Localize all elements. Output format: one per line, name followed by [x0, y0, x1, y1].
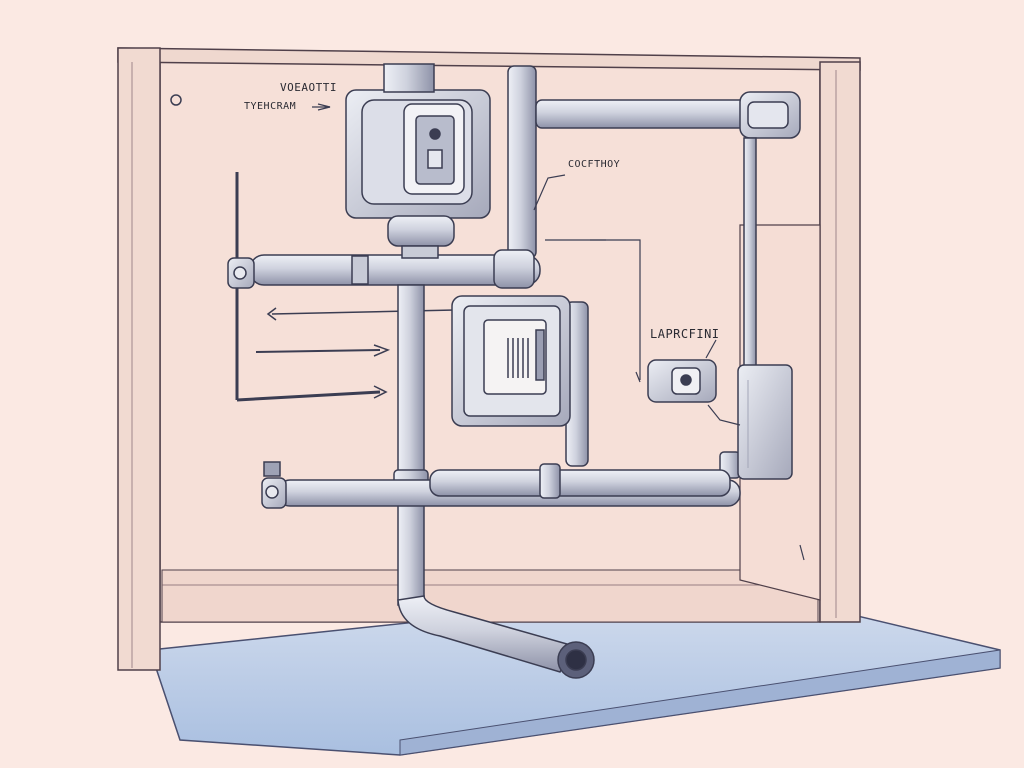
control-panel-unit-icon: [451, 295, 571, 427]
piping: [227, 65, 801, 679]
wall-panel-icon: [737, 364, 793, 480]
label-middle-pipe: COCFTHOY: [568, 159, 621, 170]
label-right-sensor: LAPRCFINI: [650, 327, 720, 341]
water-heater-unit-icon: [345, 63, 491, 259]
label-top-subtitle: TYEHCRAM: [244, 101, 297, 112]
leader-lines: [312, 103, 741, 426]
door-frame: [117, 47, 861, 671]
label-top-unit: VOEAOTTI: [280, 81, 337, 94]
sensor-box-icon: [647, 359, 717, 403]
